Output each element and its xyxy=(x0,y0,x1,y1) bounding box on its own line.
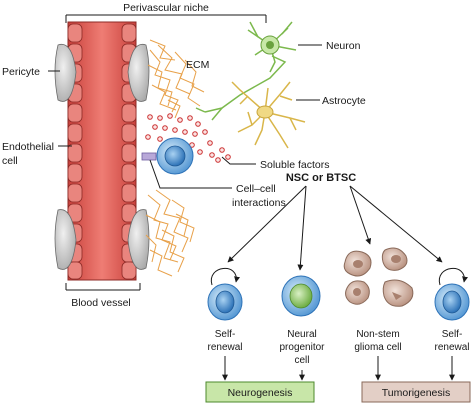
branch-arrows xyxy=(227,185,443,271)
blood-vessel-label: Blood vessel xyxy=(71,297,131,309)
self-renewal-cell-left xyxy=(207,267,243,321)
self-renewal-left-line2: renewal xyxy=(207,342,242,353)
niche-bracket xyxy=(65,14,267,23)
neuron-label: Neuron xyxy=(326,40,361,52)
soluble-factors-dots xyxy=(145,113,231,163)
neurogenesis-box xyxy=(205,381,315,403)
neural-progenitor-cell xyxy=(281,275,321,317)
neural-progenitor-line2: progenitor xyxy=(279,342,325,353)
glioma-cell-cluster xyxy=(343,247,414,307)
tumorigenesis-box xyxy=(361,381,471,403)
neuron xyxy=(195,21,297,121)
neurogenesis-label: Neurogenesis xyxy=(228,387,293,399)
pericytes xyxy=(54,43,150,270)
blood-vessel xyxy=(67,21,137,281)
neural-progenitor-line3: cell xyxy=(294,355,309,366)
nsc-btsc-cell xyxy=(141,137,194,175)
endothelial-label-line1: Endothelial xyxy=(2,141,54,153)
outcome-arrows xyxy=(222,356,455,381)
ecm-fibers xyxy=(145,39,205,277)
self-renewal-right-line1: Self- xyxy=(442,329,463,340)
tumorigenesis-label: Tumorigenesis xyxy=(382,387,450,399)
endothelial-label-line2: cell xyxy=(2,155,18,167)
non-stem-line1: Non-stem xyxy=(356,329,399,340)
cell-cell-label-line2: interactions xyxy=(232,197,286,209)
soluble-factors-label: Soluble factors xyxy=(260,159,329,171)
non-stem-line2: glioma cell xyxy=(354,342,401,353)
astrocyte-label: Astrocyte xyxy=(322,95,366,107)
cell-cell-label-line1: Cell–cell xyxy=(236,183,276,195)
nsc-btsc-label: NSC or BTSC xyxy=(286,172,356,184)
astrocyte xyxy=(231,81,306,149)
neural-progenitor-line1: Neural xyxy=(287,329,316,340)
self-renewal-left-line1: Self- xyxy=(215,329,236,340)
ecm-label: ECM xyxy=(186,59,209,71)
blood-vessel-bracket xyxy=(65,283,141,291)
self-renewal-right-line2: renewal xyxy=(434,342,469,353)
perivascular-niche-label: Perivascular niche xyxy=(123,2,209,14)
pericyte-label: Pericyte xyxy=(2,66,40,78)
self-renewal-cell-right xyxy=(434,267,470,321)
